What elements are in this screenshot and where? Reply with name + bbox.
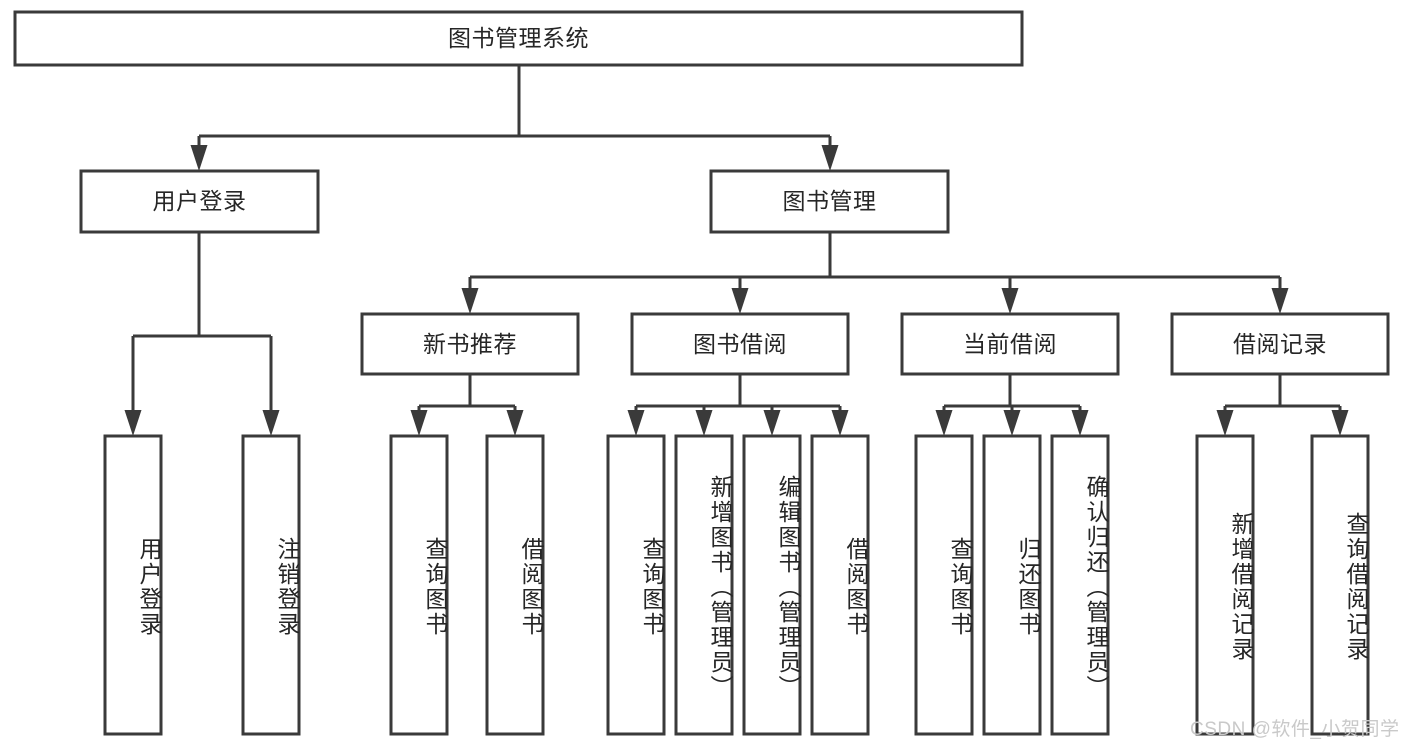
arrow-head-icon (124, 410, 142, 436)
arrow-head-icon (731, 288, 749, 314)
connector-group-root-to-level1 (190, 65, 839, 171)
connector-group-newbook-to-leaves (410, 374, 524, 436)
connector-group-currentborrow-to-leaves (935, 374, 1089, 436)
arrow-head-icon (831, 410, 849, 436)
node-box-leaf-logout[interactable] (241, 434, 301, 736)
arrow-head-icon (1271, 288, 1289, 314)
arrow-head-icon (1331, 410, 1349, 436)
arrow-head-icon (935, 410, 953, 436)
watermark-text: CSDN @软件_小贺同学 (1190, 719, 1400, 740)
node-box-leaf-confirm-return[interactable] (1050, 434, 1110, 736)
box-layer (13, 10, 1390, 736)
node-box-book-manage[interactable] (709, 169, 950, 234)
connector-group-userlogin-to-leaves (124, 232, 280, 436)
arrow-head-icon (1003, 410, 1021, 436)
node-box-leaf-return-book[interactable] (982, 434, 1042, 736)
connector-group-bookmanage-to-level2 (461, 232, 1289, 314)
node-box-leaf-query-record[interactable] (1310, 434, 1370, 736)
arrow-head-icon (461, 288, 479, 314)
connector-group-borrowrecord-to-leaves (1216, 374, 1349, 436)
node-box-new-book-rec[interactable] (360, 312, 580, 376)
arrow-head-icon (190, 145, 208, 171)
arrow-head-icon (695, 410, 713, 436)
arrow-head-icon (763, 410, 781, 436)
arrow-head-icon (410, 410, 428, 436)
node-box-leaf-query-book-cur[interactable] (914, 434, 974, 736)
node-box-current-borrow[interactable] (900, 312, 1120, 376)
arrow-head-icon (262, 410, 280, 436)
node-box-leaf-query-book[interactable] (606, 434, 666, 736)
node-box-root[interactable] (13, 10, 1024, 67)
node-box-leaf-borrow-book[interactable] (810, 434, 870, 736)
node-box-leaf-add-record[interactable] (1195, 434, 1255, 736)
arrow-head-icon (627, 410, 645, 436)
node-box-user-login[interactable] (79, 169, 320, 234)
arrow-head-icon (1001, 288, 1019, 314)
arrow-head-icon (821, 145, 839, 171)
node-box-leaf-query-book-rec[interactable] (389, 434, 449, 736)
arrow-head-icon (506, 410, 524, 436)
node-box-book-borrow[interactable] (630, 312, 850, 376)
node-box-borrow-record[interactable] (1170, 312, 1390, 376)
node-box-leaf-user-login[interactable] (103, 434, 163, 736)
node-box-leaf-add-book[interactable] (674, 434, 734, 736)
arrow-head-icon (1216, 410, 1234, 436)
node-box-leaf-edit-book[interactable] (742, 434, 802, 736)
connector-layer (124, 65, 1349, 436)
connector-group-bookborrow-to-leaves (627, 374, 849, 436)
node-box-leaf-borrow-book-rec[interactable] (485, 434, 545, 736)
arrow-head-icon (1071, 410, 1089, 436)
